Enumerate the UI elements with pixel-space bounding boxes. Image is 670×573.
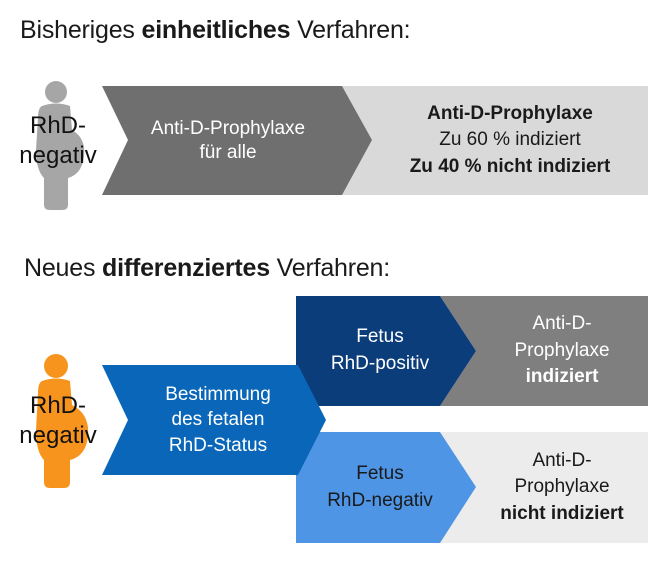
old-outcome-title: Anti-D-Prophylaxe [427, 102, 593, 124]
fetus-positive-arrow [296, 296, 476, 406]
old-outcome-box [342, 86, 648, 195]
new-person-label: RhD- negativ [6, 386, 110, 456]
old-arrow-line2: für alle [199, 141, 257, 163]
old-outcome-line2: Zu 60 % indiziert [439, 129, 581, 151]
pos-outcome-line1: Anti-D- [532, 313, 592, 335]
heading-new-bold: differenziertes [102, 254, 270, 282]
old-outcome-label: Anti-D-Prophylaxe Zu 60 % indiziert Zu 4… [372, 86, 648, 195]
new-person-label-line2: negativ [19, 422, 97, 449]
fetus-positive-line2: RhD-positiv [330, 353, 430, 374]
neg-outcome-label: Anti-D- Prophylaxe nicht indiziert [476, 432, 648, 543]
test-arrow [102, 365, 326, 475]
neg-outcome-line2: Prophylaxe [514, 476, 610, 498]
old-arrow-label: Anti-D-Prophylaxe für alle [128, 86, 328, 195]
fetus-negative-label: Fetus RhD-negativ [310, 432, 450, 543]
old-arrow-line1: Anti-D-Prophylaxe [150, 117, 306, 139]
test-arrow-line2: des fetalen [171, 409, 265, 431]
heading-new-suffix: Verfahren: [269, 254, 391, 282]
fetus-positive-label: Fetus RhD-positiv [310, 296, 450, 406]
new-person-label-line1: RhD- [29, 392, 86, 419]
person-gray-icon [36, 81, 85, 210]
heading-old-suffix: Verfahren: [290, 16, 411, 44]
test-arrow-line3: RhD-Status [168, 434, 268, 456]
test-arrow-line1: Bestimmung [165, 383, 271, 405]
heading-old-process: Bisheriges einheitliches Verfahren: [20, 16, 411, 45]
pos-outcome-line3: indiziert [525, 366, 599, 388]
old-arrow [102, 86, 372, 195]
neg-outcome-line1: Anti-D- [532, 449, 592, 471]
pos-outcome-label: Anti-D- Prophylaxe indiziert [476, 296, 648, 406]
test-arrow-label: Bestimmung des fetalen RhD-Status [128, 365, 308, 475]
fetus-negative-line2: RhD-negativ [327, 489, 433, 511]
old-person-label: RhD- negativ [6, 106, 110, 176]
old-person-label-line1: RhD- [29, 112, 86, 139]
fetus-negative-line1: Fetus [356, 462, 404, 484]
heading-old-bold: einheitliches [141, 16, 291, 44]
fetus-positive-line1: Fetus [356, 326, 404, 348]
neg-outcome-box [440, 432, 648, 543]
heading-new-prefix: Neues [24, 254, 103, 282]
old-outcome-line3: Zu 40 % nicht indiziert [409, 155, 611, 177]
old-person-label-line2: negativ [19, 142, 97, 169]
fetus-negative-arrow [296, 432, 476, 543]
heading-old-prefix: Bisheriges [20, 16, 142, 44]
person-orange-icon [36, 354, 89, 488]
neg-outcome-line3: nicht indiziert [500, 502, 624, 524]
heading-new-process: Neues differenziertes Verfahren: [24, 254, 390, 283]
pos-outcome-box [440, 296, 648, 406]
pos-outcome-line2: Prophylaxe [514, 339, 610, 361]
